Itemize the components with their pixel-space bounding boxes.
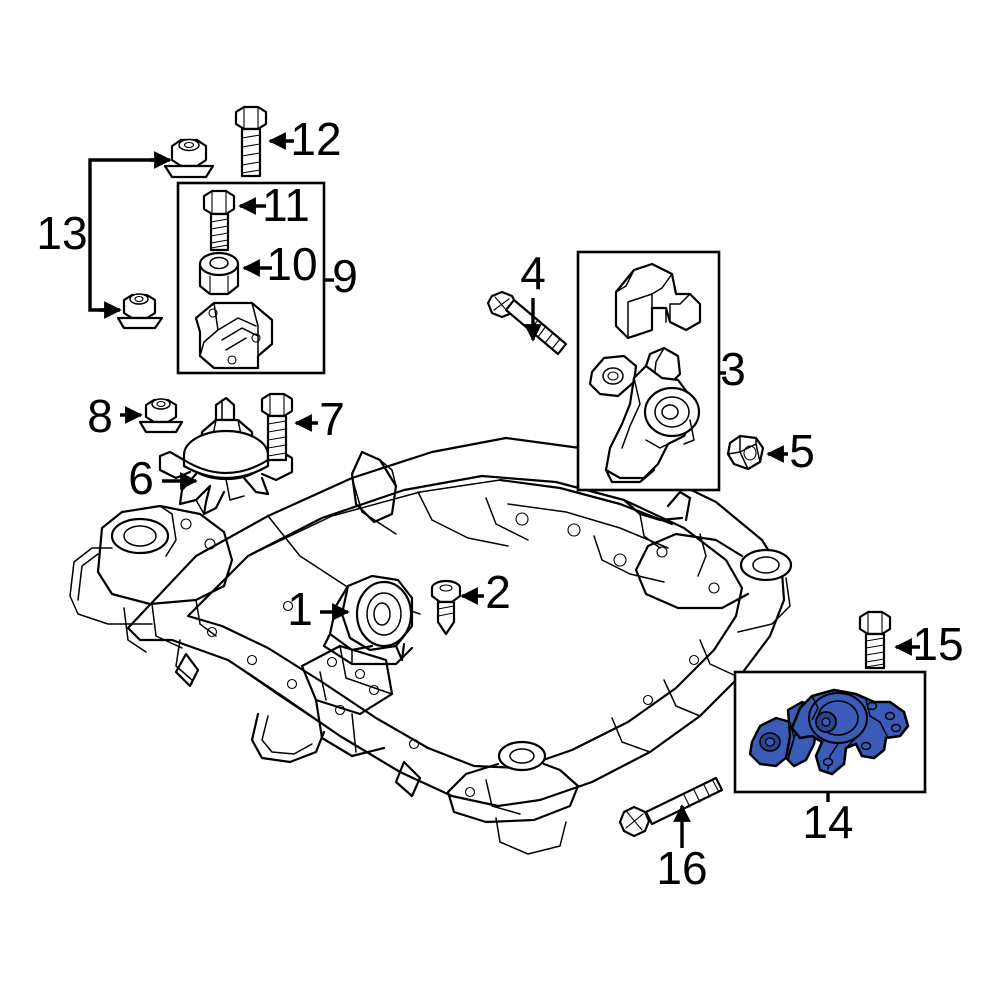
part-10-bracket-spacer-collar xyxy=(198,251,240,296)
cradle-left-tower xyxy=(69,504,234,653)
part-5-flange-nut xyxy=(726,434,765,471)
part-9-mount-bracket xyxy=(194,301,274,370)
part-12-upper-mount-bolt xyxy=(234,105,268,178)
cradle-rear-tower xyxy=(446,740,580,855)
callout-number-1: 1 xyxy=(287,583,313,635)
part-13-flange-nut-lower xyxy=(116,293,164,330)
callout-number-7: 7 xyxy=(319,393,345,445)
part-13-flange-nut-upper xyxy=(163,138,215,179)
part-1-engine-mount-bushing xyxy=(322,574,414,666)
engine-cradle-subframe xyxy=(69,436,793,855)
callout-number-12: 12 xyxy=(290,113,341,165)
callout-number-4: 4 xyxy=(520,247,546,299)
cradle-rear-loop xyxy=(250,712,326,764)
leader-13-upper xyxy=(88,158,166,237)
callout-number-5: 5 xyxy=(789,425,815,477)
part-8-mount-flange-nut xyxy=(138,398,184,434)
leader-lines xyxy=(88,132,920,848)
callout-number-11: 11 xyxy=(262,179,310,231)
part-3-mount-isolator xyxy=(604,346,701,484)
callout-number-14: 14 xyxy=(802,796,853,848)
part-16-long-through-bolt xyxy=(618,776,724,838)
callout-number-2: 2 xyxy=(485,566,511,618)
callout-number-9: 9 xyxy=(332,250,358,302)
callout-number-10: 10 xyxy=(266,238,317,290)
part-2-mount-screw xyxy=(430,579,462,636)
callout-number-16: 16 xyxy=(656,842,707,894)
callout-number-6: 6 xyxy=(128,452,154,504)
part-14-rear-mount-bracket xyxy=(790,688,910,776)
callout-number-13: 13 xyxy=(36,207,87,259)
cradle-right-tower xyxy=(634,532,793,633)
part-3-mount-upper-bracket xyxy=(614,262,702,340)
callout-number-3: 3 xyxy=(720,343,746,395)
callout-number-8: 8 xyxy=(87,390,113,442)
part-15-rear-mount-bolt xyxy=(858,610,892,670)
part-7-mount-bolt xyxy=(260,392,294,462)
part-6-right-engine-mount xyxy=(158,396,294,516)
part-11-bracket-bolt xyxy=(202,189,236,252)
callout-number-15: 15 xyxy=(912,618,963,670)
